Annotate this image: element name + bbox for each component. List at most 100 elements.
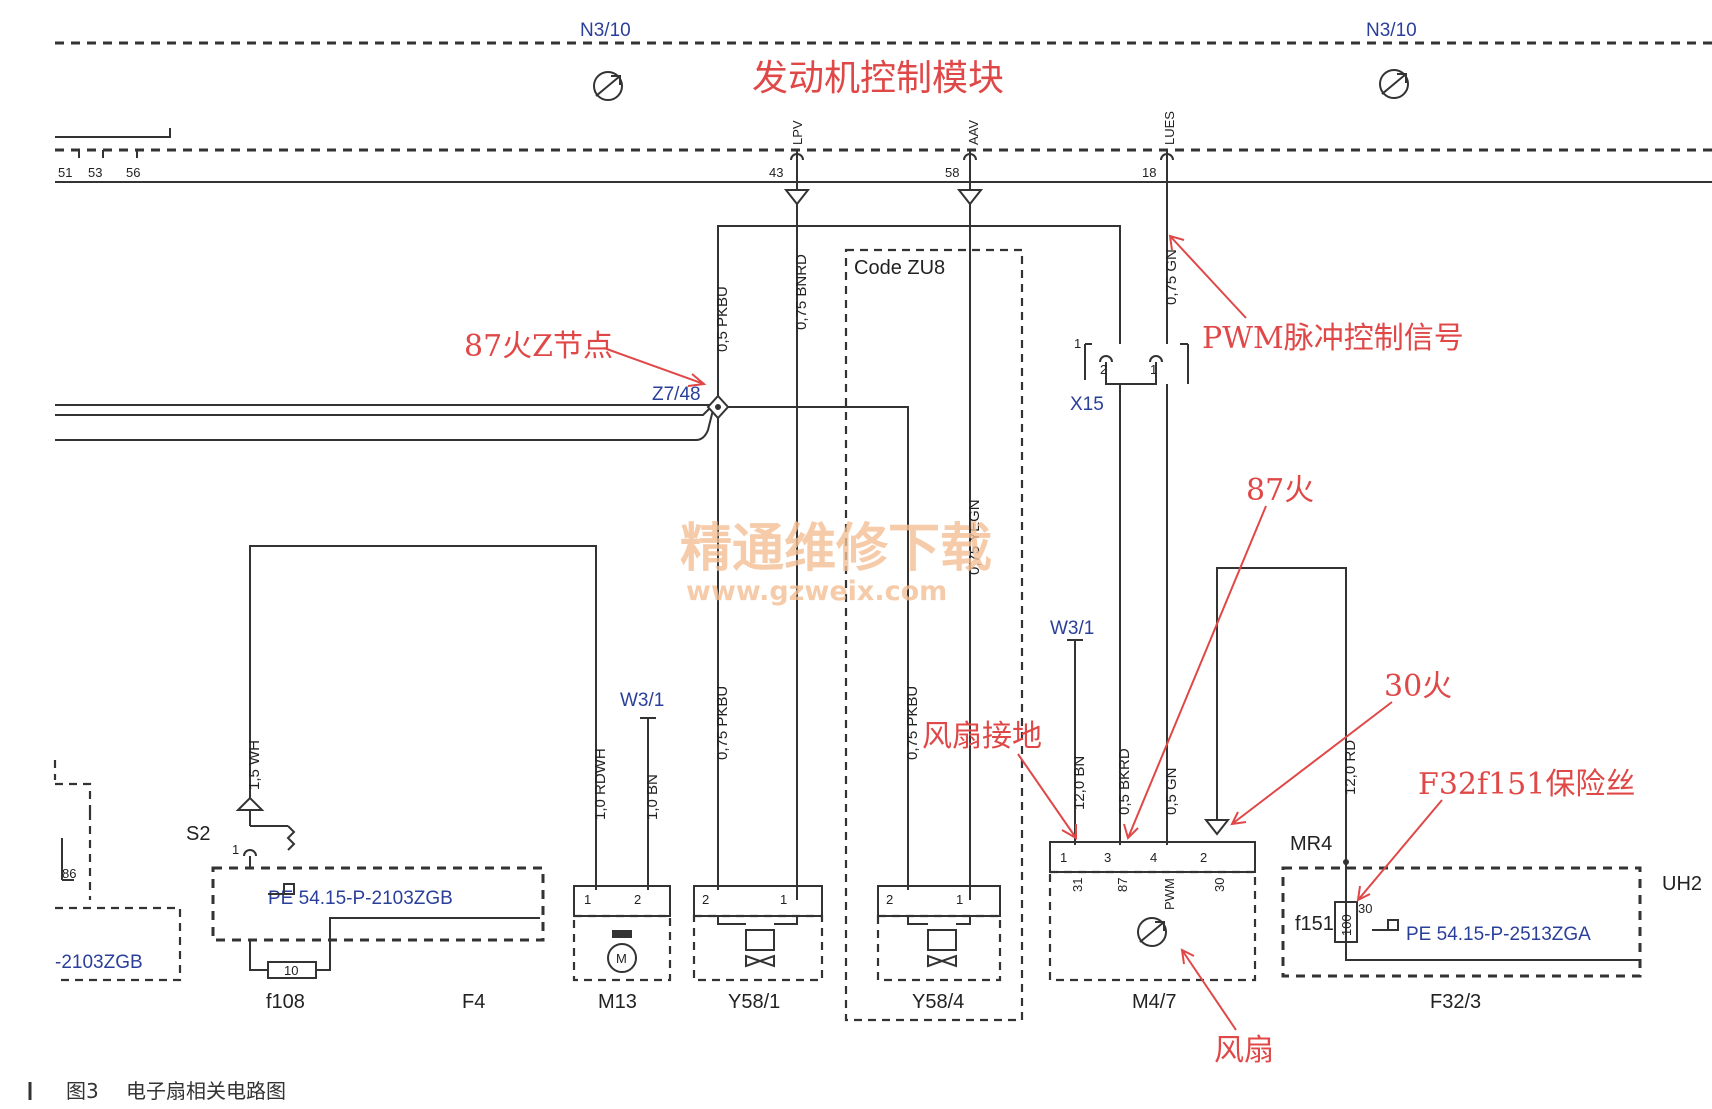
annotation-87: 87火 (1246, 473, 1314, 508)
w31-label-a: W3/1 (620, 690, 664, 711)
f108-rating: 10 (284, 963, 298, 978)
x15-pin-1: 1 (1074, 336, 1081, 351)
annotation-fan-ground: 风扇接地 (922, 719, 1042, 754)
pin-51: 51 (58, 165, 72, 180)
y584-coil-wire (907, 916, 971, 925)
ref-hand-icon (268, 883, 295, 895)
s2-switch (235, 796, 296, 868)
annotation-fan: 风扇 (1214, 1033, 1274, 1068)
annotation-pwm: PWM脉冲控制信号 (1202, 321, 1464, 356)
signal-lpv: LPV (790, 120, 805, 145)
module-title: 发动机控制模块 (752, 58, 1004, 99)
x15-pin-2: 2 (1100, 362, 1107, 377)
m47-pin-3: 3 (1104, 850, 1111, 865)
m13-label: M13 (598, 991, 637, 1013)
annotation-fuse: F32f151保险丝 (1418, 767, 1635, 802)
pin-18: 18 (1142, 165, 1156, 180)
wire-label-4: 0,75 YEGN (966, 499, 983, 575)
wire-label-13: 12,0 RD (1342, 740, 1359, 795)
pin-58: 58 (945, 165, 959, 180)
y584-label: Y58/4 (912, 991, 964, 1013)
module-boundary (55, 41, 1712, 183)
annotation-30: 30火 (1384, 669, 1452, 704)
annotation-pwm-arrow (1168, 234, 1247, 319)
wire-label-12: 0,5 GN (1163, 767, 1180, 815)
m13-pin-1: 1 (584, 892, 591, 907)
m47-label: M4/7 (1132, 991, 1176, 1013)
code-zu8-box (844, 248, 1024, 1022)
wire-label-2: 0,75 BNRD (793, 254, 810, 330)
w31-label-b: W3/1 (1050, 618, 1094, 639)
fan-motor-icon (1137, 917, 1167, 947)
annotation-z-node: 87火Z节点 (464, 329, 613, 364)
m13-box (572, 914, 672, 982)
m47-pin-87: 87 (1115, 878, 1130, 892)
module-symbol-left (593, 71, 623, 101)
watermark-cn: 精通维修下载 (680, 518, 992, 579)
wire-label-10: 12,0 BN (1071, 756, 1088, 810)
pe-ref-2: PE 54.15-P-2513ZGA (1406, 924, 1591, 945)
mr4-point (1343, 859, 1349, 865)
f151-label: f151 (1295, 913, 1334, 935)
f323-label: F32/3 (1430, 991, 1481, 1013)
y581-box (692, 914, 824, 982)
m47-pin-2: 2 (1200, 850, 1207, 865)
caption-figure: 图3 (66, 1079, 99, 1103)
y584-pin-2: 2 (886, 892, 893, 907)
fan-motor-arrow-icon (1139, 921, 1165, 943)
m13-motor-icon (607, 943, 637, 973)
module-connectors (783, 150, 1174, 230)
y584-connector (877, 885, 1001, 917)
y584-box (876, 914, 1002, 982)
annotation-z-arrow (603, 347, 707, 387)
m13-brush-icon (612, 930, 632, 938)
left-partial-component (53, 760, 182, 982)
module-ref-right: N3/10 (1366, 20, 1417, 41)
f151-rating: 100 (1339, 914, 1354, 936)
y581-valve-icon (745, 954, 775, 968)
s2-label: S2 (186, 823, 210, 845)
signal-lues: LUES (1162, 111, 1177, 145)
wire-label-8: 0,75 PKBU (714, 686, 731, 760)
s2-pin-1: 1 (232, 842, 239, 857)
m47-pin-pwm: PWM (1162, 878, 1177, 910)
pin-53: 53 (88, 165, 102, 180)
watermark-url: www.gzweix.com (686, 576, 947, 607)
f4-label: F4 (462, 991, 485, 1013)
y581-coil-wire (717, 916, 798, 925)
caption-text: 电子扇相关电路图 (126, 1079, 286, 1103)
m47-30-arrow (1203, 819, 1231, 836)
mr4-label: MR4 (1290, 833, 1332, 855)
m47-pin-4: 4 (1150, 850, 1157, 865)
wire-label-1: 0,5 PKBU (714, 286, 731, 352)
x15-label: X15 (1070, 394, 1104, 415)
y581-connector (693, 885, 823, 917)
module-symbol-right (1379, 69, 1409, 99)
wire-label-7: 1,0 BN (644, 774, 661, 820)
f108-fuse (267, 961, 317, 979)
z748-node (706, 394, 730, 420)
wire-label-11: 0,5 BKRD (1116, 748, 1133, 815)
ref-left-partial: -2103ZGB (55, 952, 143, 973)
ref-hand-icon-2 (1372, 919, 1399, 931)
y584-valve-icon (927, 954, 957, 968)
m47-pin-30: 30 (1212, 878, 1227, 892)
code-zu8-label: Code ZU8 (854, 257, 945, 279)
annotation-87-arrow (1123, 505, 1267, 840)
f323-box (1281, 866, 1642, 978)
wire-label-6: 1,0 RDWH (592, 748, 609, 820)
f4-box (211, 866, 545, 942)
f108-wiring (249, 917, 540, 971)
x15-pin-1b: 1 (1150, 362, 1157, 377)
pin-86: 86 (62, 866, 76, 881)
y581-solenoid-icon (745, 929, 775, 951)
m47-pin-31: 31 (1070, 878, 1085, 892)
pin-43: 43 (769, 165, 783, 180)
f151-pin-30: 30 (1358, 901, 1372, 916)
wiring (55, 204, 1640, 961)
pe-ref-1: PE 54.15-P-2103ZGB (268, 888, 453, 909)
annotation-ground-arrow (1017, 753, 1077, 840)
m13-pin-2: 2 (634, 892, 641, 907)
m47-pin-1: 1 (1060, 850, 1067, 865)
